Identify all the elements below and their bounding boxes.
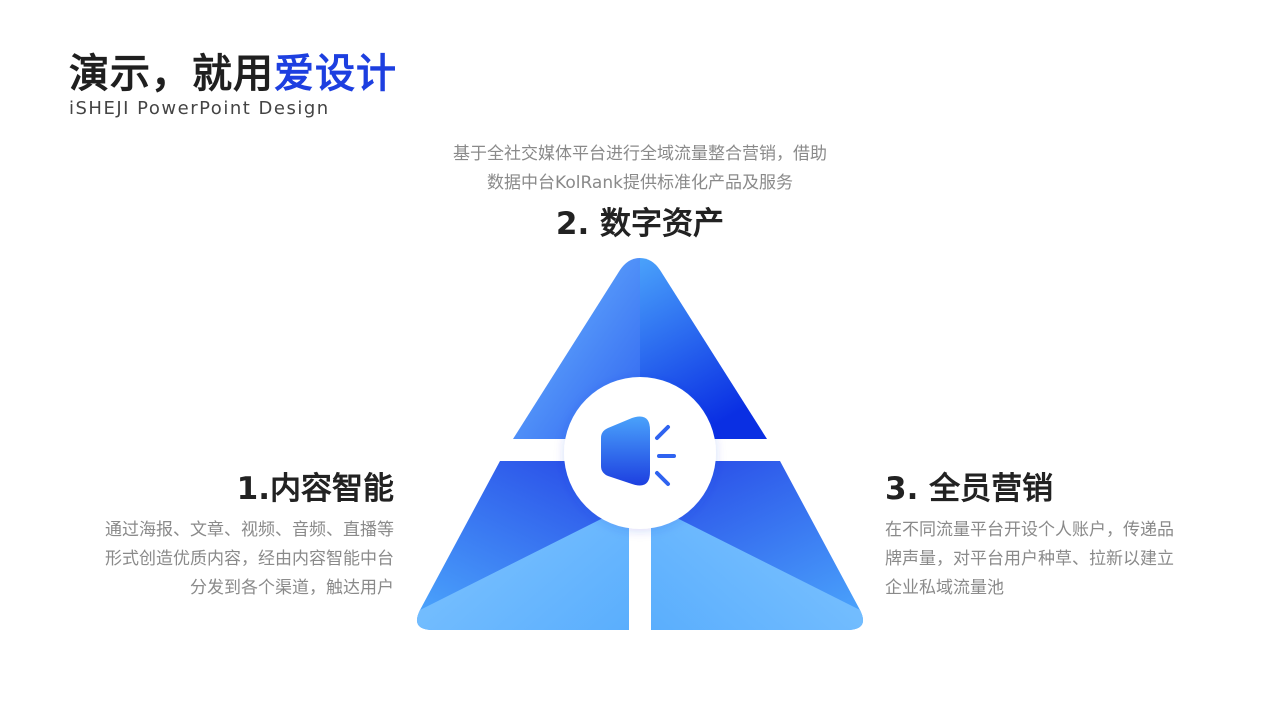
title-accent: 爱设计 [274,51,397,97]
item-3-desc-line: 在不同流量平台开设个人账户，传递品 [885,520,1174,540]
item-3-heading: 3. 全员营销 [885,471,1054,507]
pyramid-left-segment [416,461,629,630]
item-2-heading: 2. 数字资产 [555,206,725,242]
item-1-desc-line: 分发到各个渠道，触达用户 [190,578,394,598]
item-1-heading: 1.内容智能 [236,471,394,507]
page-subtitle: iSHEJI PowerPoint Design [69,98,330,119]
item-3-desc-line: 牌声量，对平台用户种草、拉新以建立 [885,549,1174,569]
item-1-desc-line: 形式创造优质内容，经由内容智能中台 [105,549,394,569]
megaphone-icon [601,416,676,486]
item-3-desc-line: 企业私域流量池 [885,578,1004,598]
item-1-description: 通过海报、文章、视频、音频、直播等 形式创造优质内容，经由内容智能中台 分发到各… [44,516,394,603]
title-main: 演示，就用 [69,51,274,97]
item-3-description: 在不同流量平台开设个人账户，传递品 牌声量，对平台用户种草、拉新以建立 企业私域… [885,516,1225,603]
pyramid-right-segment [651,461,864,630]
page-title: 演示，就用爱设计 [69,48,397,100]
item-2-description: 基于全社交媒体平台进行全域流量整合营销，借助 数据中台KolRank提供标准化产… [380,140,900,198]
item-2-desc-line: 数据中台KolRank提供标准化产品及服务 [487,173,793,193]
item-1-desc-line: 通过海报、文章、视频、音频、直播等 [105,520,394,540]
item-2-desc-line: 基于全社交媒体平台进行全域流量整合营销，借助 [453,144,827,164]
